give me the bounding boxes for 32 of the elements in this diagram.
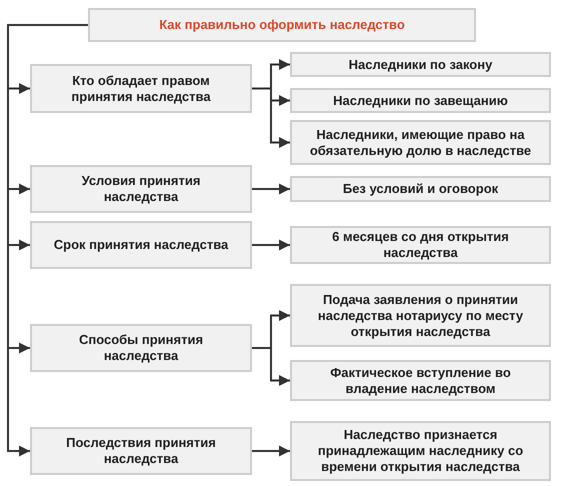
process-box (290, 226, 551, 264)
box-label: Наследники по завещанию (332, 92, 509, 108)
process-box (290, 176, 551, 202)
arrow (252, 347, 290, 386)
box-label: Без условий и оговорок (342, 181, 500, 197)
box-label: Подача заявления о принятии наследства нотариусу по месту открытия наследства (316, 292, 524, 340)
process-box (290, 88, 551, 113)
box-label: Срок принятия наследства (52, 237, 230, 253)
arrow (252, 446, 290, 456)
process-box (30, 427, 252, 475)
arrow (252, 240, 290, 250)
box-label: Наследники по закону (348, 56, 494, 72)
process-box (30, 324, 252, 372)
heading-box (88, 8, 476, 42)
process-box (290, 52, 551, 77)
box-label: Фактическое вступление во владение наследством (329, 364, 512, 396)
box-label: 6 месяцев со дня открытия наследства (331, 229, 510, 261)
process-box (290, 120, 551, 165)
box-label: Наследство признается принадлежащим наследнику со времени открытия наследства (316, 427, 524, 475)
process-box (290, 284, 551, 347)
box-label: Условия принятия наследства (80, 173, 202, 205)
arrow (252, 184, 290, 194)
process-box (290, 421, 551, 481)
box-label: Последствия принятия наследства (65, 435, 217, 467)
process-box (30, 221, 252, 269)
heading-text: Как правильно оформить наследство (158, 17, 406, 33)
process-box (30, 165, 252, 213)
box-label: Способы принятия наследства (78, 332, 204, 364)
box-label: Наследники, имеющие право на обязательную долю в наследстве (308, 126, 532, 158)
box-label: Кто обладает правом принятия наследства (70, 72, 212, 104)
process-box (290, 360, 551, 401)
process-box (30, 64, 252, 113)
